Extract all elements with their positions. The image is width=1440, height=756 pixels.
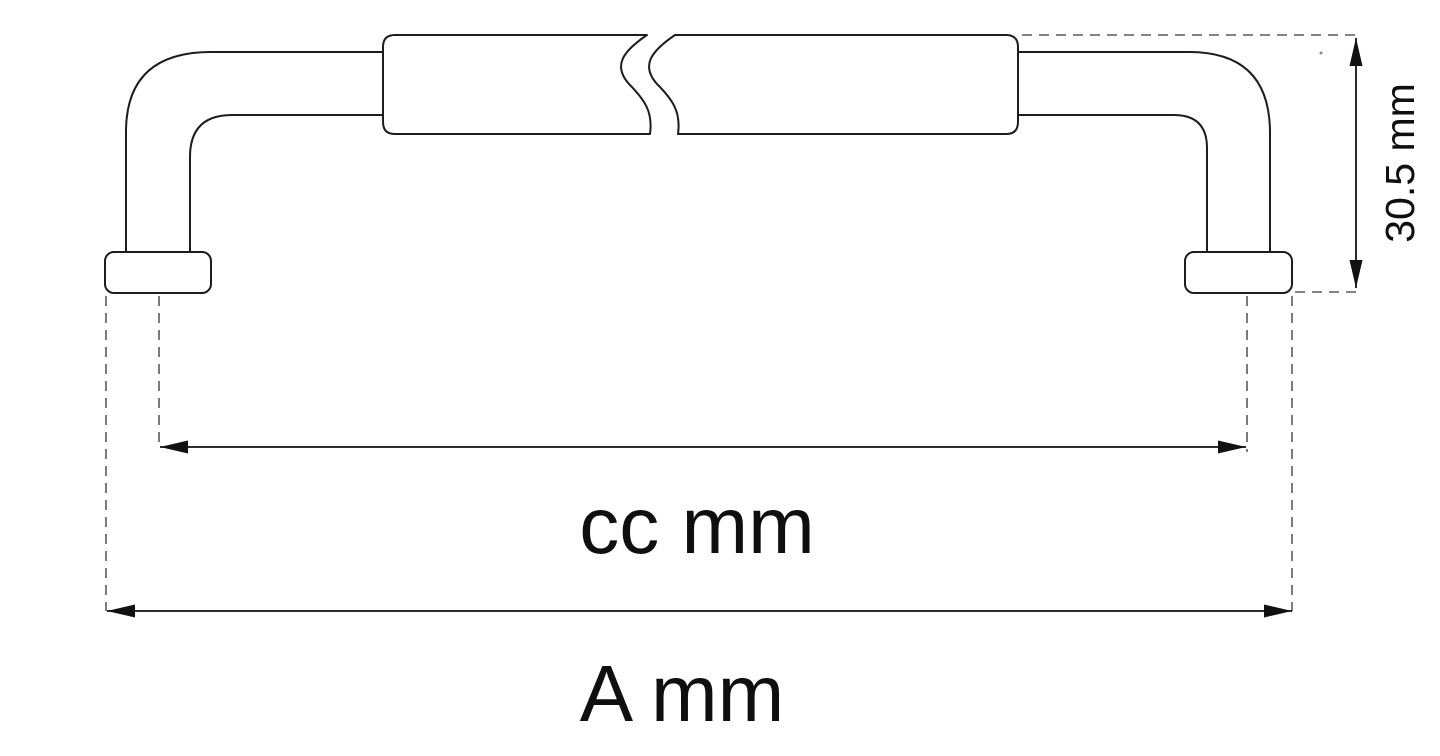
- right-mounting-foot: [1184, 251, 1293, 294]
- height-dimension-label: 30.5 mm: [1377, 83, 1423, 243]
- handle-left-elbow-inner-line: [189, 114, 388, 254]
- left-mounting-foot: [104, 251, 212, 294]
- handle-right-elbow-outer-line: [1013, 51, 1271, 254]
- handle-left-elbow-outer-line: [125, 51, 388, 254]
- print-speck: [1319, 51, 1323, 55]
- overall-dimension-label: A mm: [580, 649, 784, 738]
- handle-grip-left-segment: [382, 34, 652, 135]
- handle-right-elbow-inner-line: [1013, 114, 1208, 254]
- handle-grip-right-segment: [648, 34, 1019, 135]
- cc-dimension-label: cc mm: [579, 481, 815, 570]
